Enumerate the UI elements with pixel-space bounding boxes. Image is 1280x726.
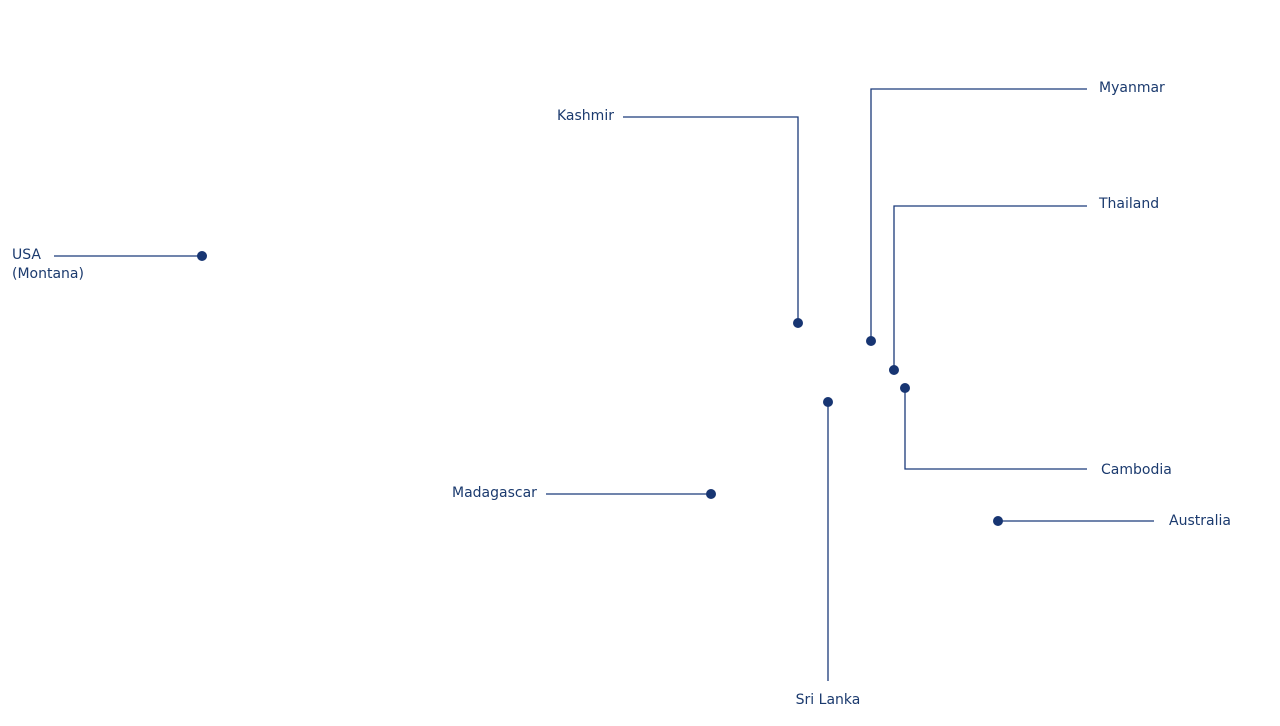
- label-line: Australia: [1169, 513, 1231, 529]
- location-dot-usa-montana: [197, 251, 207, 261]
- label-sri-lanka: Sri Lanka: [796, 692, 861, 708]
- label-line: Sri Lanka: [796, 692, 861, 708]
- location-dot-kashmir: [793, 318, 803, 328]
- location-dot-cambodia: [900, 383, 910, 393]
- label-line: Madagascar: [452, 485, 537, 501]
- callout-kashmir: Kashmir: [557, 108, 803, 328]
- callout-sri-lanka: Sri Lanka: [796, 397, 861, 708]
- callout-cambodia: Cambodia: [900, 383, 1172, 478]
- label-line: Thailand: [1098, 196, 1159, 212]
- label-line: USA: [12, 247, 41, 263]
- label-madagascar: Madagascar: [452, 485, 537, 501]
- leader-line-cambodia: [904, 388, 1087, 470]
- label-australia: Australia: [1169, 513, 1231, 529]
- label-myanmar: Myanmar: [1099, 80, 1165, 96]
- leader-line-thailand: [893, 205, 1087, 370]
- callout-usa-montana: USA (Montana): [12, 247, 207, 282]
- callout-myanmar: Myanmar: [866, 80, 1165, 346]
- leader-line-kashmir: [623, 116, 799, 323]
- location-dot-myanmar: [866, 336, 876, 346]
- label-usa-montana: USA (Montana): [12, 247, 84, 282]
- location-dot-thailand: [889, 365, 899, 375]
- location-dot-sri-lanka: [823, 397, 833, 407]
- label-thailand: Thailand: [1098, 196, 1159, 212]
- label-line: Kashmir: [557, 108, 614, 124]
- callout-thailand: Thailand: [889, 196, 1159, 375]
- label-cambodia: Cambodia: [1101, 462, 1172, 478]
- location-dot-australia: [993, 516, 1003, 526]
- label-line: (Montana): [12, 266, 84, 282]
- label-line: Myanmar: [1099, 80, 1165, 96]
- leader-line-myanmar: [870, 88, 1087, 341]
- label-line: Cambodia: [1101, 462, 1172, 478]
- callout-madagascar: Madagascar: [452, 485, 716, 501]
- callout-australia: Australia: [993, 513, 1231, 529]
- location-dot-madagascar: [706, 489, 716, 499]
- label-kashmir: Kashmir: [557, 108, 614, 124]
